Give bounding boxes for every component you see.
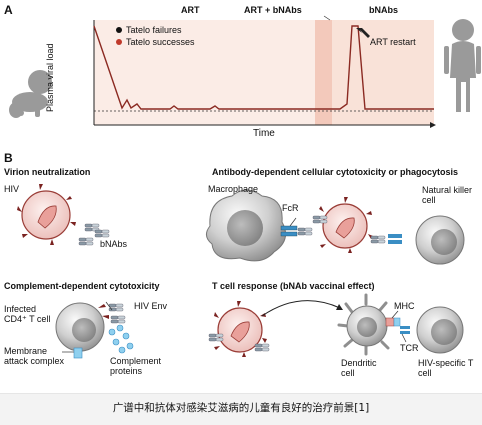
hiv-virion-2 [312, 197, 386, 253]
phase-art-label: ART [181, 5, 200, 15]
panel-a-label: A [4, 3, 13, 17]
mac-label: Membrane attack complex [4, 346, 65, 367]
fcr-label: FcR [282, 203, 299, 213]
art-restart-arrow [356, 28, 370, 38]
figure-caption: 广谱中和抗体对感染艾滋病的儿童有良好的治疗前景[1] [112, 402, 370, 414]
neutralization-title: Virion neutralization [4, 167, 91, 177]
legend-successes: Tatelo successes [126, 37, 195, 47]
dendritic-cell-label: Dendritic cell [341, 358, 377, 379]
viral-load-chart [93, 20, 436, 128]
complement-label: Complement proteins [110, 356, 162, 377]
x-axis-label: Time [253, 128, 275, 139]
viral-load-line [93, 25, 434, 110]
mhc-label: MHC [394, 301, 415, 311]
nk-cell [388, 215, 465, 265]
tcell-title: T cell response (bNAb vaccinal effect) [212, 281, 375, 291]
bnabs-label: bNAbs [100, 239, 128, 249]
macrophage-label: Macrophage [208, 184, 259, 194]
membrane-attack-complex [73, 347, 83, 359]
macrophage [206, 189, 287, 262]
phase-art2-band [315, 20, 332, 125]
legend-successes-dot [116, 39, 122, 45]
phase-art-bnabs-label: ART + bNAbs [244, 5, 302, 15]
child-silhouette [444, 19, 481, 112]
hiv-virion-3 [208, 301, 270, 357]
y-axis-label: Plasma viral load [45, 43, 55, 112]
hiv-virion-1 [17, 184, 76, 245]
mhc-tcr-complex [385, 317, 410, 334]
hiv-label: HIV [4, 184, 20, 194]
legend-failures: Tatelo failures [126, 25, 182, 35]
infected-cell-label: Infected CD4⁺ T cell [4, 304, 51, 325]
hiv-specific-tcell-label: HIV-specific T cell [418, 358, 474, 379]
complement-proteins [108, 324, 134, 354]
hiv-specific-t-cell [416, 306, 464, 354]
infant-silhouette [9, 70, 52, 118]
panel-b-label: B [4, 151, 13, 165]
dendritic-cell [337, 293, 390, 356]
art-restart-label: ART restart [370, 37, 416, 47]
fc-receptor [280, 225, 313, 237]
tcr-label: TCR [400, 343, 419, 353]
caption-bar: 广谱中和抗体对感染艾滋病的儿童有良好的治疗前景[1] [0, 393, 482, 425]
legend-failures-dot [116, 27, 122, 33]
nk-cell-label: Natural killer cell [422, 185, 473, 206]
uptake-arrow [261, 300, 341, 317]
cdc-title: Complement-dependent cytotoxicity [4, 281, 160, 291]
hiv-env-label: HIV Env [134, 301, 168, 311]
phase-bnabs-label: bNAbs [369, 5, 398, 15]
adcc-title: Antibody-dependent cellular cytotoxicity… [212, 167, 459, 177]
